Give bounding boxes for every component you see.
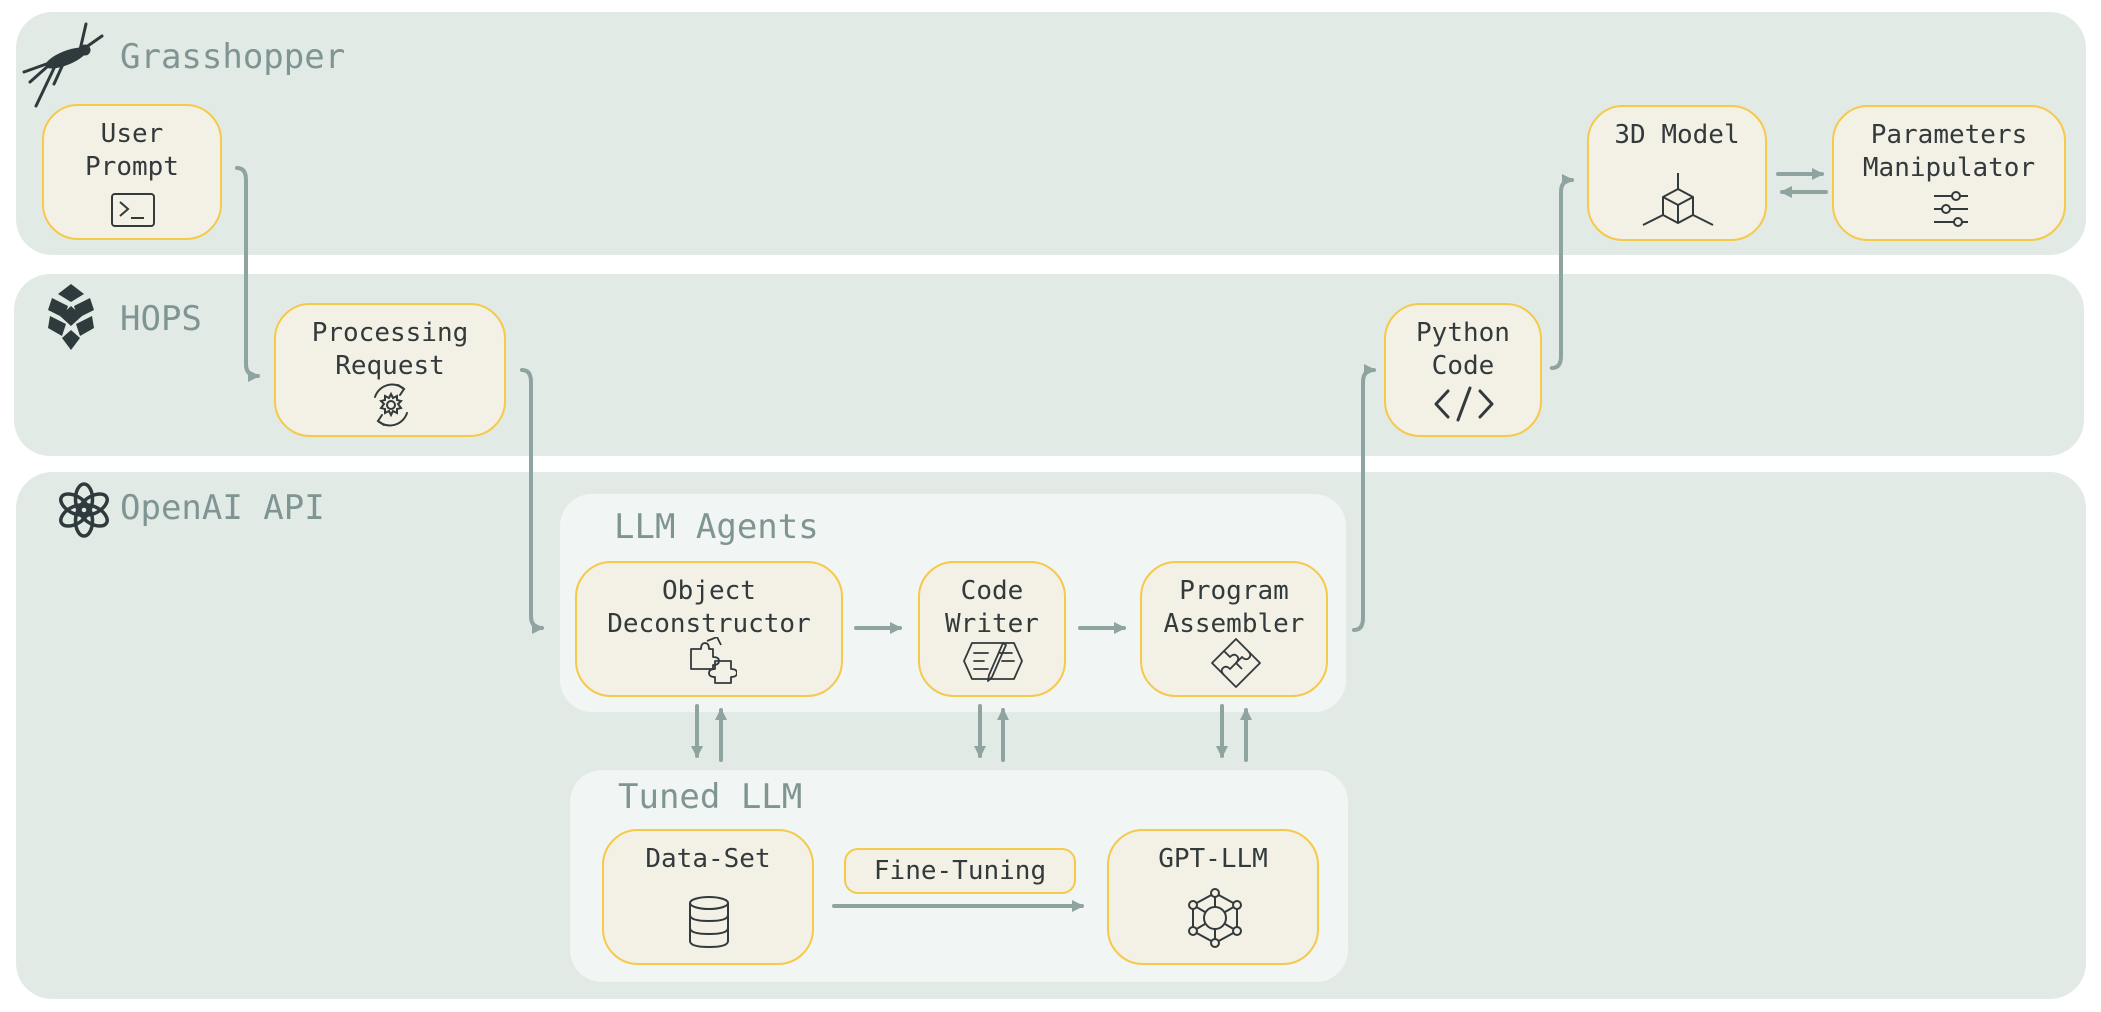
code-brackets-icon (1434, 386, 1494, 422)
terminal-icon (111, 193, 155, 227)
band-label-grasshopper: Grasshopper (120, 37, 346, 77)
node-processing-request[interactable]: Processing Request (274, 303, 506, 437)
node-3d-model[interactable]: 3D Model (1587, 105, 1767, 241)
puzzle-pieces-icon (690, 637, 737, 684)
node-label: Parameters Manipulator (1862, 120, 2036, 183)
node-label: Code Writer (945, 576, 1039, 639)
node-parameters-manipulator[interactable]: Parameters Manipulator (1832, 105, 2066, 241)
node-object-deconstructor[interactable]: Object Deconstructor (575, 561, 843, 697)
node-label: Program Assembler (1163, 576, 1305, 639)
node-label: Python Code (1416, 318, 1510, 381)
band-label-hops: HOPS (120, 299, 202, 339)
node-program-assembler[interactable]: Program Assembler (1140, 561, 1328, 697)
edge-python-to-3dmodel (1550, 174, 1574, 370)
node-label: Data-Set (645, 844, 771, 874)
panel-label-llm-agents: LLM Agents (614, 507, 819, 547)
code-pen-icon (963, 642, 1023, 682)
node-data-set[interactable]: Data-Set (602, 829, 814, 965)
node-label: Object Deconstructor (607, 576, 811, 639)
cube-icon (1642, 173, 1714, 226)
gear-cycle-icon (374, 383, 408, 427)
node-label: 3D Model (1614, 120, 1740, 150)
edge-processing-to-deconstructor (520, 368, 544, 634)
network-icon (1188, 888, 1242, 948)
node-user-prompt[interactable]: User Prompt (42, 104, 222, 240)
grasshopper-icon (22, 22, 104, 108)
node-label: Processing Request (311, 318, 469, 381)
edge-prompt-to-processing (235, 166, 260, 382)
band-label-openai: OpenAI API (120, 488, 325, 528)
panel-label-tuned-llm: Tuned LLM (618, 777, 803, 817)
sliders-icon (1934, 191, 1968, 227)
node-gpt-llm[interactable]: GPT-LLM (1107, 829, 1319, 965)
node-label: GPT-LLM (1158, 844, 1268, 874)
node-label: User Prompt (85, 119, 179, 182)
database-icon (689, 896, 729, 949)
edge-assembler-to-python (1352, 364, 1376, 632)
hops-icon (48, 284, 94, 350)
node-code-writer[interactable]: Code Writer (918, 561, 1066, 697)
node-python-code[interactable]: Python Code (1384, 303, 1542, 437)
edge-label-fine-tuning: Fine-Tuning (844, 848, 1076, 894)
puzzle-icon (1211, 638, 1261, 688)
openai-icon (59, 482, 109, 538)
